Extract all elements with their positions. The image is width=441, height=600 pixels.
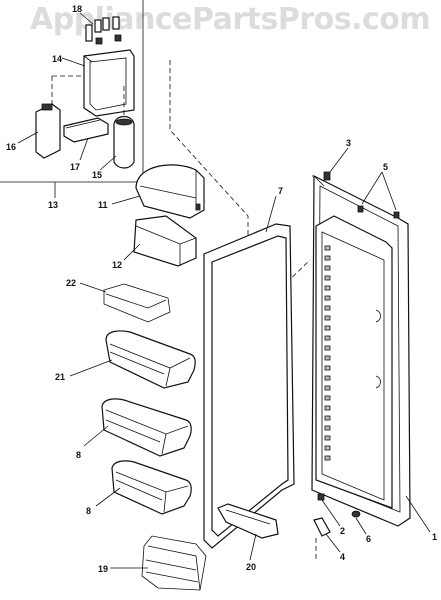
callout-15: 15 — [92, 170, 102, 180]
part-8-bin-lower — [95, 460, 192, 515]
inset-assembly-lines — [51, 75, 125, 116]
callout-22: 22 — [66, 278, 76, 288]
part-5-screws — [357, 171, 400, 219]
callout-labels: 18 14 16 17 15 13 11 12 22 21 8 8 19 20 … — [6, 4, 437, 574]
part-11-dispenser-cover — [111, 164, 205, 219]
callout-5: 5 — [383, 162, 388, 172]
part-20-door-bracket — [217, 503, 279, 561]
callout-4: 4 — [340, 552, 345, 562]
part-7-door-gasket — [203, 195, 295, 549]
part-3-hinge-screw — [323, 147, 349, 181]
callout-16: 16 — [6, 142, 16, 152]
part-14-housing — [61, 49, 135, 117]
callout-19: 19 — [98, 564, 108, 574]
part-1-door — [311, 175, 431, 533]
callout-21: 21 — [55, 372, 65, 382]
part-16-left-cover — [17, 103, 61, 159]
part-19-basket — [110, 535, 207, 591]
door-shelf-holes — [324, 245, 381, 461]
assembly-dashed-lines — [169, 60, 311, 321]
callout-8-lower: 8 — [86, 506, 91, 516]
part-22-shallow-tray — [79, 282, 171, 323]
callout-13: 13 — [48, 200, 58, 210]
callout-7: 7 — [278, 186, 283, 196]
callout-8-upper: 8 — [76, 450, 81, 460]
part-8-bin-upper — [83, 398, 192, 457]
callout-3: 3 — [346, 138, 351, 148]
callout-20: 20 — [246, 562, 256, 572]
callout-1: 1 — [432, 532, 437, 542]
callout-12: 12 — [112, 260, 122, 270]
part-21-bin — [69, 330, 196, 389]
callout-14: 14 — [52, 54, 62, 64]
part-17-tray — [63, 117, 109, 161]
part-18-pins — [79, 12, 122, 45]
part-15-right-cover — [99, 115, 135, 171]
callout-11: 11 — [98, 200, 108, 210]
part-2-hinge — [317, 493, 341, 527]
part-12-small-bin — [123, 215, 197, 267]
callout-17: 17 — [70, 162, 80, 172]
part-6-washer — [351, 510, 367, 535]
callout-2: 2 — [340, 526, 345, 536]
callout-18: 18 — [72, 4, 82, 14]
callout-6: 6 — [366, 534, 371, 544]
part-4-hinge-pin — [313, 517, 341, 560]
